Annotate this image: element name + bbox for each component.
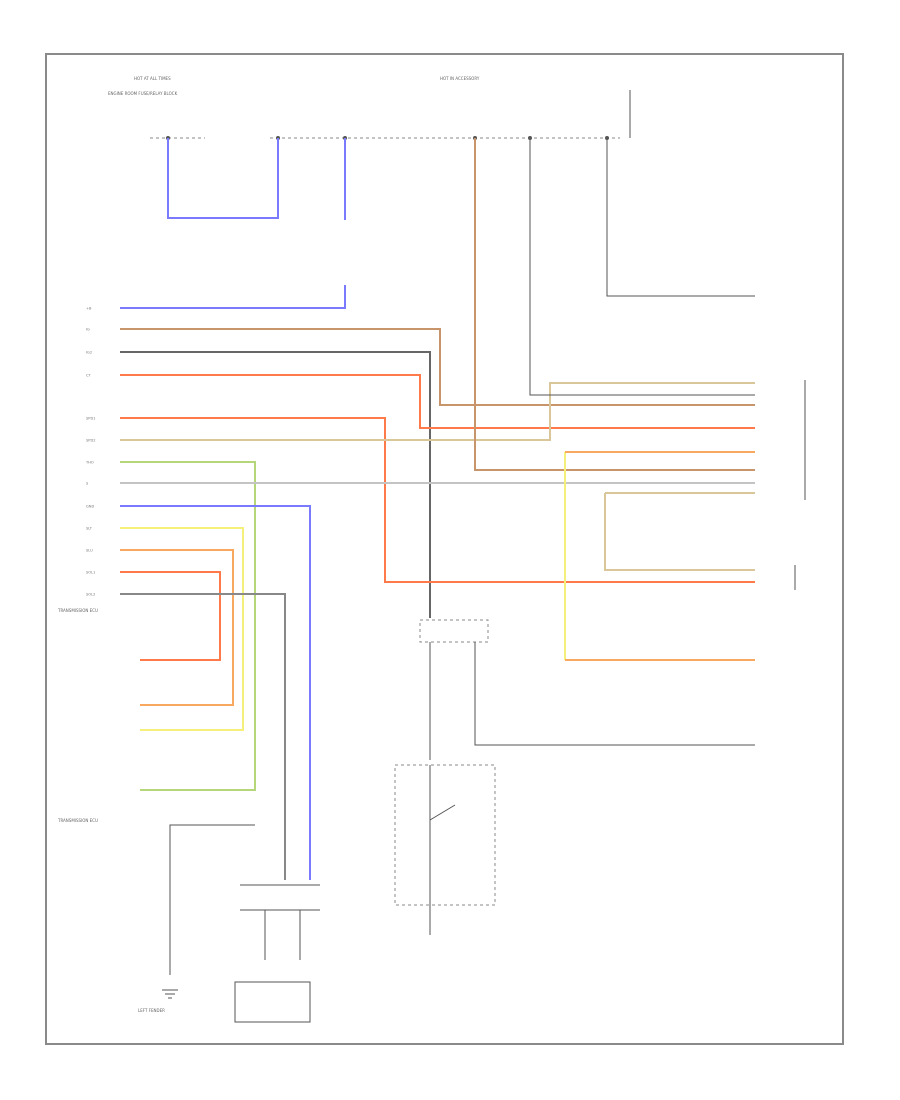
wire-green	[120, 461, 256, 791]
ecu-bottom-label: TRANSMISSION ECU	[57, 818, 98, 823]
ecu-top-label: TRANSMISSION ECU	[57, 608, 98, 613]
ground-module	[234, 981, 311, 1023]
power-block-label: ENGINE ROOM FUSE/RELAY BLOCK	[108, 91, 178, 96]
wire-brown-2	[474, 138, 755, 471]
wire-blue-feed-2	[120, 285, 346, 309]
pin-label: SLT	[86, 527, 93, 531]
ground-location-label: LEFT FENDER	[138, 1008, 165, 1013]
wire-tan	[120, 382, 755, 441]
pin-label: SOL1	[86, 571, 95, 575]
pin-label: SPD1	[86, 417, 96, 421]
header-hot-at-all-times: HOT AT ALL TIMES	[134, 76, 171, 81]
diagram-frame	[45, 53, 844, 1045]
pin-label: GND	[86, 505, 94, 509]
wire-orange	[120, 549, 234, 706]
pin-label: SOL2	[86, 593, 95, 597]
wire-blue-loop	[167, 138, 279, 219]
relay-module	[419, 619, 489, 643]
wire-red-3	[120, 571, 221, 661]
wire-thin-2	[606, 138, 755, 297]
pin-label: SLU	[86, 549, 93, 553]
wire-black-2	[120, 593, 286, 880]
header-hot-in-accessory: HOT IN ACCESSORY	[440, 76, 480, 81]
wire-module-right	[474, 642, 755, 746]
pin-label: S	[86, 482, 89, 486]
wire-red-2	[120, 417, 755, 583]
pin-label: CT	[86, 374, 92, 378]
wire-blue	[120, 505, 311, 880]
wire-bottom-left	[169, 824, 255, 975]
wire-yellow	[120, 527, 244, 731]
wire-red-1	[120, 374, 755, 429]
pin-label: IG2	[86, 351, 92, 355]
wire-thin-1	[529, 138, 755, 396]
pin-label: SPD2	[86, 439, 96, 443]
wire-brown	[120, 328, 755, 406]
ecu-internal-wire-2	[429, 804, 456, 821]
wire-tan-3	[604, 493, 755, 571]
pin-label: +B	[86, 307, 92, 311]
pin-label: IG	[86, 328, 90, 332]
wire-black	[120, 351, 431, 618]
pin-label: THO	[85, 461, 94, 465]
ground-symbol	[162, 989, 178, 999]
transmission-ecu-box	[394, 764, 496, 906]
